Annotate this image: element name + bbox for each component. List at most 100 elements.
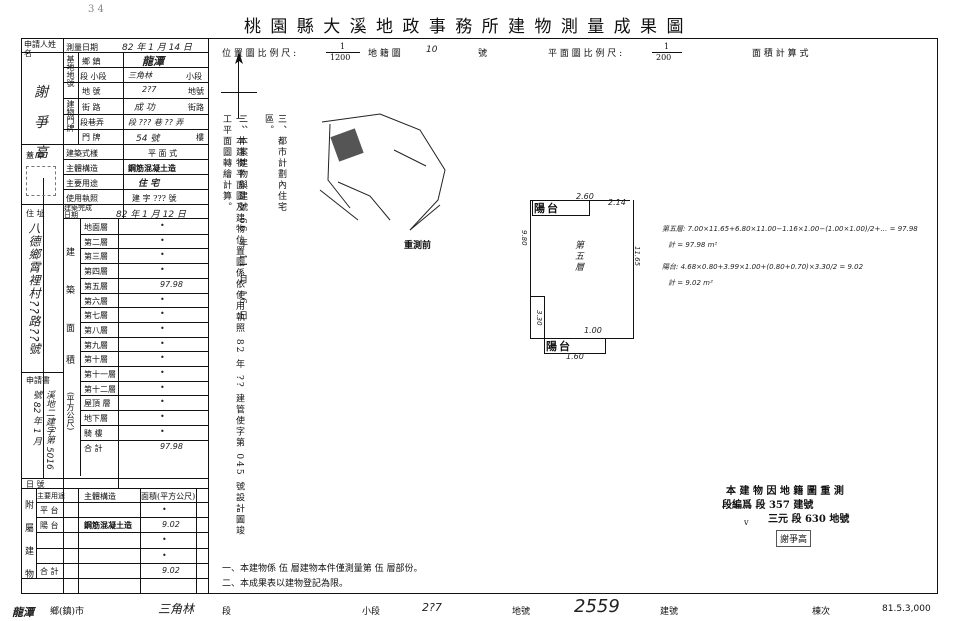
accessory-area: • [162, 535, 167, 545]
floor-row-divider [80, 307, 208, 309]
balcony-top [532, 200, 590, 216]
dim-6: 3.30 [535, 310, 543, 326]
floor-row-divider [80, 439, 208, 441]
lot-suffix: 地號 [188, 87, 204, 96]
rebuild-line-1: 本 建 物 因 地 籍 圖 重 測 [726, 486, 844, 497]
note-3: 三、都市計劃內住宅區。 [263, 114, 286, 213]
dim-2: 2.14 [608, 198, 626, 207]
owner-address-label: 住 址 [26, 209, 45, 218]
bottom-note-2: 二、本成果表以建物登記為限。 [222, 579, 349, 589]
dim-7: 1.60 [566, 352, 584, 361]
application-value: 溪地二建字第 5016 號 82 年 1 月 [31, 390, 54, 470]
area-label-2: 築 [66, 286, 76, 296]
street-suffix: 街路 [188, 103, 204, 112]
bottom-note-1: 一、本建物係 伍 層建物本件僅測量第 伍 層部份。 [222, 564, 423, 574]
cadastral-value: 10 [426, 45, 438, 55]
calc-line-2: 計 = 97.98 m² [668, 241, 718, 249]
accessory-area: 9.02 [162, 565, 180, 575]
floor-name: 第四層 [84, 267, 108, 277]
applicant-label: 申請人姓名 [24, 40, 56, 58]
lot-label: 地 號 [82, 87, 101, 96]
accessory-row-divider [36, 532, 208, 534]
footer-bldg-label: 建號 [660, 607, 679, 617]
floor-value: • [160, 221, 165, 230]
footer-lot: 2?7 [422, 601, 442, 614]
complete-value: 82 年 1 月 12 日 [116, 210, 186, 220]
floor-name: 第十二層 [84, 384, 116, 394]
lane-value: 段 ??? 巷 ?? 弄 [128, 118, 184, 127]
number-label: 門 牌 [82, 133, 101, 142]
structure-value: 鋼筋混凝土造 [128, 163, 176, 173]
floor-row-divider [80, 424, 208, 426]
application-label: 申請書 [26, 376, 50, 385]
use-label: 主要用途 [66, 179, 98, 188]
calc-line-3: 陽台: 4.68×0.80+3.99×1.00+(0.80+0.70)×3.30… [662, 263, 864, 271]
dim-1: 2.60 [576, 192, 594, 201]
footer-section: 三角林 [158, 602, 195, 616]
accessory-use-label: 主要用途 [37, 492, 65, 500]
floor-name: 第九層 [84, 340, 108, 350]
cadastral-suffix: 號 [478, 49, 488, 59]
floor-name: 第八層 [84, 325, 108, 335]
section-suffix: 小段 [186, 72, 202, 81]
township-label: 鄉 鎮 [82, 57, 101, 66]
floor-row-divider [80, 380, 208, 382]
footer-section-label: 段 [222, 607, 232, 617]
floor-value: • [160, 309, 165, 319]
complete-label: 建築完成日期 [64, 204, 92, 219]
floor-name: 地下層 [84, 414, 108, 424]
style-label: 建築式樣 [66, 149, 98, 158]
form-frame [21, 38, 938, 594]
floor-value: 97.98 [160, 441, 183, 451]
number-value: 54 號 [136, 134, 160, 144]
accessory-area: • [162, 505, 167, 514]
lane-label: 段巷弄 [80, 118, 104, 127]
location-sketch [319, 113, 446, 231]
accessory-side-label: 附屬建物 [23, 500, 33, 592]
street-value: 成 功 [134, 103, 155, 113]
accessory-row-divider [36, 502, 208, 503]
floor-row-divider [80, 366, 208, 367]
footer-subsection-label: 小段 [362, 607, 381, 617]
floor-row-divider [80, 410, 208, 412]
accessory-struct-label: 主體構造 [84, 492, 116, 501]
floor-value: • [160, 265, 165, 275]
floor-row-divider [80, 292, 208, 294]
style-value: 平 面 式 [148, 149, 178, 158]
rebuild-line-3: 三元 段 630 地號 [768, 514, 850, 525]
floor-row-divider [80, 277, 208, 279]
plan-scale-den: 200 [656, 53, 672, 62]
accessory-struct: 鋼筋混凝土造 [84, 520, 132, 531]
floor-row-divider [80, 351, 208, 353]
floor-name: 第二層 [84, 237, 108, 247]
area-calc-label: 面 積 計 算 式 [752, 49, 809, 59]
use-value: 住 宅 [138, 179, 160, 189]
footer-township-label: 鄉(鎮)市 [50, 607, 85, 617]
footer-township: 龍潭 [12, 606, 34, 619]
floor-row-divider [80, 233, 208, 235]
floor-row-divider [80, 395, 208, 397]
floor-value: • [160, 426, 165, 436]
floor-value: • [160, 353, 165, 363]
floor-value: • [160, 368, 165, 377]
accessory-area-label: 面積(平方公尺) [141, 492, 196, 501]
base-label: 基地地號 [66, 55, 75, 87]
balcony-top-label: 陽台 [534, 202, 560, 215]
floor-value: • [160, 412, 165, 422]
accessory-use: 合 計 [40, 566, 59, 576]
floor-name: 第十一層 [84, 370, 116, 379]
floor-value: • [160, 397, 165, 407]
owner-address-value: 八德鄉霄裡村??路??號 [27, 222, 41, 356]
balcony-bottom [544, 338, 606, 354]
corner-mark: 3 4 [88, 4, 104, 15]
cadastral-label: 地 籍 圖 [368, 49, 401, 59]
accessory-row-divider [36, 562, 208, 564]
section-value: 三角林 [128, 71, 152, 80]
location-scale-num: 1 [340, 42, 346, 51]
calc-line-1: 第五層: 7.00×11.65+6.80×11.00−1.16×1.00−(1.… [662, 225, 918, 233]
accessory-row-divider [36, 517, 208, 519]
floor-value: • [160, 338, 165, 348]
floor-name: 騎 樓 [84, 428, 103, 438]
floor-name: 合 計 [84, 443, 103, 453]
plan-scale-num: 1 [664, 42, 670, 51]
